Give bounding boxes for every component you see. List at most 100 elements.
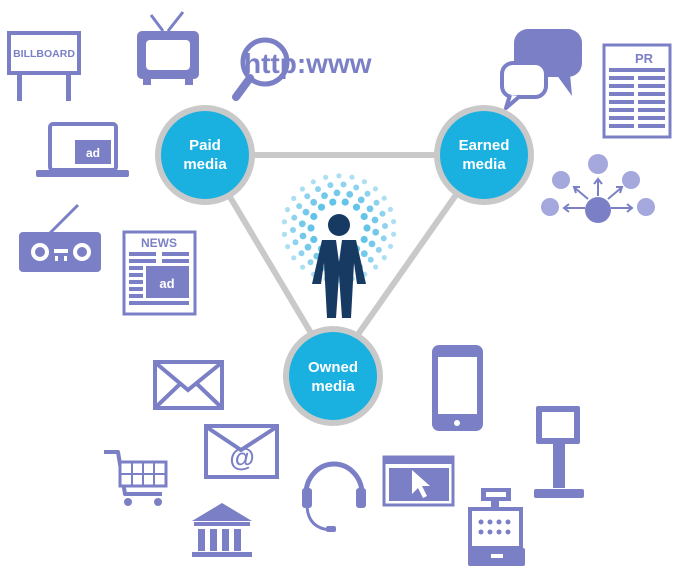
halo-dot bbox=[315, 186, 321, 193]
halo-dot bbox=[321, 192, 328, 200]
halo-dot bbox=[302, 208, 310, 216]
chat-bubbles-icon bbox=[500, 29, 582, 110]
halo-dot bbox=[382, 223, 388, 229]
halo-dot bbox=[391, 219, 397, 225]
halo-dot bbox=[373, 264, 379, 270]
halo-dot bbox=[387, 243, 394, 249]
halo-dot bbox=[381, 195, 387, 201]
smartphone-icon bbox=[432, 345, 483, 431]
tv-icon bbox=[137, 11, 199, 85]
halo-dot bbox=[329, 198, 337, 206]
halo-dot bbox=[360, 212, 368, 221]
halo-dot bbox=[284, 207, 291, 213]
halo-dot bbox=[371, 216, 379, 224]
halo-dot bbox=[307, 259, 314, 266]
billboard-text: BILLBOARD bbox=[13, 48, 75, 60]
halo-dot bbox=[291, 255, 297, 261]
halo-dot bbox=[349, 174, 355, 180]
halo-dot bbox=[381, 255, 387, 261]
halo-dot bbox=[304, 193, 311, 200]
halo-dot bbox=[299, 186, 305, 192]
cash-register-icon bbox=[468, 488, 525, 566]
laptop-ad-text: ad bbox=[86, 146, 100, 160]
halo-dot bbox=[296, 203, 303, 210]
halo-dot bbox=[310, 179, 316, 185]
owned-media-label-line1: Owned bbox=[307, 359, 358, 376]
halo-dot bbox=[357, 196, 365, 204]
shopping-cart-icon bbox=[104, 450, 168, 506]
halo-dot bbox=[364, 190, 371, 197]
halo-dot bbox=[372, 228, 380, 236]
halo-dot bbox=[380, 235, 387, 242]
laptop-icon: ad bbox=[36, 122, 129, 177]
halo-dot bbox=[352, 203, 361, 211]
kiosk-icon bbox=[534, 406, 584, 498]
browser-window-icon bbox=[382, 455, 455, 507]
owned-media-label: Owned media bbox=[283, 358, 383, 396]
earned-media-node bbox=[434, 105, 534, 205]
owned-media-node bbox=[283, 326, 383, 426]
paid-media-label-line1: Paid bbox=[189, 137, 221, 154]
halo-dot bbox=[368, 240, 376, 248]
halo-dot bbox=[292, 239, 299, 246]
halo-dot bbox=[299, 232, 307, 240]
cursor-icon bbox=[412, 470, 430, 498]
billboard-icon: BILLBOARD bbox=[7, 31, 81, 101]
halo-dot bbox=[298, 220, 306, 228]
radio-icon bbox=[19, 203, 101, 272]
halo-dot bbox=[360, 250, 368, 258]
owned-media-label-line2: media bbox=[311, 378, 355, 395]
halo-dot bbox=[310, 235, 318, 244]
halo-dot bbox=[373, 199, 380, 206]
headset-icon bbox=[302, 461, 366, 532]
mail-icon bbox=[153, 360, 224, 410]
paid-media-label-line2: media bbox=[183, 156, 227, 173]
halo-dot bbox=[317, 203, 326, 211]
halo-dot bbox=[367, 256, 374, 263]
halo-dot bbox=[361, 179, 367, 185]
halo-dot bbox=[310, 198, 318, 206]
bank-icon bbox=[192, 503, 252, 557]
newspaper-icon: NEWS ad bbox=[122, 230, 197, 316]
halo-dot bbox=[323, 174, 329, 180]
halo-dot bbox=[298, 250, 305, 257]
halo-dot bbox=[387, 206, 393, 212]
halo-dot bbox=[372, 186, 378, 192]
halo-dot bbox=[336, 173, 342, 179]
halo-dot bbox=[391, 231, 397, 237]
halo-dot bbox=[327, 182, 334, 189]
halo-dot bbox=[346, 191, 354, 198]
earned-media-label-line1: Earned bbox=[458, 137, 510, 154]
halo-dot bbox=[285, 244, 291, 250]
halo-dot bbox=[304, 243, 312, 251]
halo-dot bbox=[281, 219, 287, 225]
halo-dot bbox=[281, 231, 287, 237]
paid-media-label: Paid media bbox=[155, 136, 255, 174]
newspaper-header: NEWS bbox=[141, 236, 177, 250]
earned-media-label: Earned media bbox=[434, 136, 534, 174]
earned-media-label-line2: media bbox=[462, 156, 506, 173]
web-search-icon: http:www bbox=[232, 37, 372, 101]
halo-dot bbox=[363, 224, 371, 232]
social-network-icon bbox=[541, 154, 655, 223]
halo-dot bbox=[379, 210, 386, 217]
halo-dot bbox=[300, 264, 306, 270]
press-release-icon: PR bbox=[602, 43, 672, 139]
pr-text: PR bbox=[635, 51, 654, 66]
halo-dot bbox=[341, 198, 349, 206]
email-at-symbol: @ bbox=[229, 442, 254, 472]
halo-dot bbox=[340, 181, 347, 188]
person-icon bbox=[312, 214, 366, 318]
email-icon: @ bbox=[204, 424, 279, 479]
halo-dot bbox=[333, 189, 341, 197]
paid-media-node bbox=[155, 105, 255, 205]
halo-dot bbox=[310, 212, 318, 221]
halo-dot bbox=[291, 195, 297, 201]
halo-dot bbox=[375, 246, 382, 253]
web-url-text: http:www bbox=[244, 48, 372, 79]
halo-dot bbox=[291, 214, 298, 221]
halo-dot bbox=[307, 224, 315, 232]
halo-dot bbox=[366, 205, 374, 213]
